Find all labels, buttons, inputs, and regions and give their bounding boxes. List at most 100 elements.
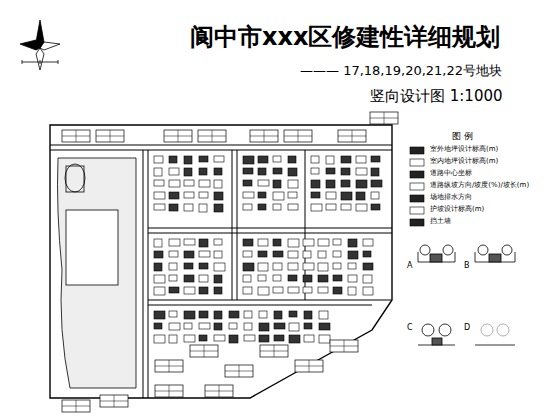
building [214, 156, 224, 162]
building [273, 263, 282, 270]
elevation-tag [62, 400, 90, 412]
building [154, 311, 165, 319]
building [169, 323, 180, 330]
elevation-tag [62, 130, 90, 142]
building [371, 180, 382, 187]
building [288, 156, 296, 163]
building [184, 204, 193, 211]
tag-divider [114, 395, 115, 407]
building [169, 311, 177, 317]
tag-divider [274, 345, 275, 357]
building [326, 168, 335, 174]
building [169, 287, 179, 293]
elevation-tag [295, 360, 323, 372]
building [303, 263, 314, 270]
legend-heading: 图 例 [452, 132, 473, 142]
elevation-tag [330, 340, 358, 352]
building [303, 239, 314, 246]
building [356, 180, 367, 188]
building [348, 239, 357, 247]
building [154, 263, 162, 271]
building [288, 251, 298, 258]
building [258, 263, 268, 271]
north-arrow [20, 20, 60, 70]
building [243, 251, 252, 257]
building [244, 323, 252, 330]
building [273, 287, 283, 293]
building [303, 287, 312, 293]
elevation-tag [338, 130, 366, 142]
building [273, 180, 281, 188]
building [311, 168, 319, 174]
building [363, 275, 372, 283]
building [259, 311, 267, 318]
building [184, 168, 192, 176]
legend-text: 道路纵坡方向/坡度(%)/坡长(m) [430, 182, 529, 190]
building [169, 204, 178, 211]
building [304, 335, 314, 342]
building [229, 323, 237, 329]
building [214, 263, 225, 271]
building [169, 251, 178, 257]
tag-divider [212, 130, 213, 142]
park [58, 158, 137, 388]
building [199, 251, 210, 257]
legend-symbol [410, 183, 424, 190]
legend-text: 护坡设计标高(m) [430, 206, 484, 214]
building [356, 156, 366, 163]
building [273, 156, 281, 162]
building [154, 180, 164, 186]
building [333, 287, 342, 294]
building [154, 156, 163, 163]
legend-symbols [410, 147, 424, 226]
building [169, 263, 177, 270]
building [288, 204, 298, 210]
building [273, 275, 281, 281]
building [273, 192, 284, 200]
building [356, 192, 365, 200]
building [258, 239, 268, 246]
building [289, 335, 300, 343]
building [333, 275, 342, 281]
building [363, 263, 373, 270]
tag-divider [76, 400, 77, 412]
building [311, 192, 320, 198]
building [258, 180, 269, 186]
building [288, 168, 297, 176]
building [303, 275, 312, 282]
building [311, 204, 322, 211]
building [304, 323, 312, 329]
elevation-tag [100, 395, 128, 407]
section-sketches [418, 245, 515, 345]
building [154, 287, 165, 295]
elevation-tag [198, 130, 226, 142]
building [274, 311, 282, 319]
building [326, 156, 334, 164]
elevation-tag [250, 130, 278, 142]
building [348, 251, 358, 259]
building [341, 192, 352, 200]
building [169, 180, 180, 187]
tag-divider [76, 130, 77, 142]
building [243, 192, 254, 198]
building [341, 156, 351, 163]
tag-divider [309, 360, 310, 372]
building [371, 168, 379, 176]
tag-divider [219, 385, 220, 397]
legend-symbol [410, 147, 424, 154]
site-boundary [50, 125, 392, 398]
building [319, 323, 330, 330]
building [199, 204, 207, 212]
section-letter: D [464, 324, 470, 333]
building [258, 204, 266, 210]
building [333, 251, 341, 257]
building [348, 275, 357, 282]
elevation-tag [155, 385, 183, 397]
building [154, 323, 162, 329]
building [243, 204, 252, 210]
tag-divider [384, 112, 385, 124]
building [259, 335, 269, 342]
elevation-tag [225, 365, 253, 377]
building [371, 204, 380, 210]
